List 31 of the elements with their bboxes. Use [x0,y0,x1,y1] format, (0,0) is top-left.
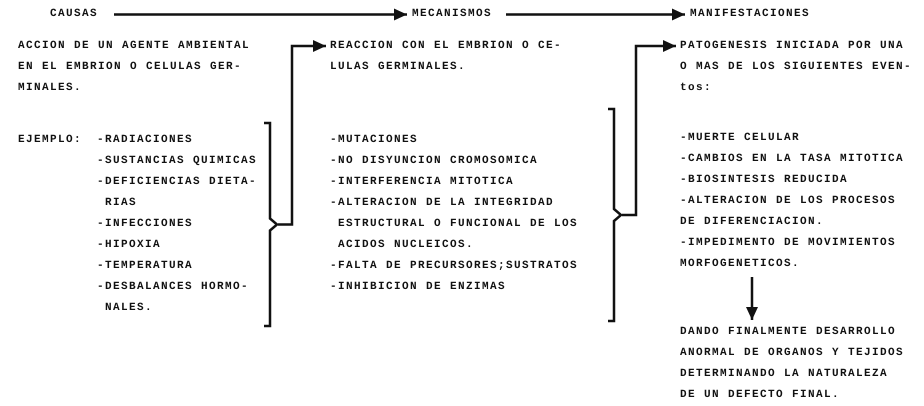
list-item: -TEMPERATURA [97,259,194,274]
list-item: -ALTERACION DE LA INTEGRIDAD ESTRUCTURAL O FUNCIONAL DE LOS ACIDOS NUCLEICOS. [330,196,580,253]
list-item: -BIOSINTESIS REDUCIDA [680,173,850,188]
list-item: -INFECCIONES [97,217,194,232]
list-item: -MUERTE CELULAR [680,131,802,146]
list-item: -MUTACIONES [330,133,420,148]
heading-text: MANIFESTACIONES [690,4,820,25]
heading-text: CAUSAS [50,4,110,25]
list-item: -FALTA DE PRECURSORES;SUSTRATOS [330,259,580,274]
description-text: ACCION DE UN AGENTE AMBIENTAL EN EL EMBRION O CELULAS GER- MINALES. [18,36,256,99]
list-item: -HIPOXIA [97,238,162,253]
list-item: -CAMBIOS EN LA TASA MITOTICA [680,152,906,167]
list-item: -INHIBICION DE ENZIMAS [330,280,508,295]
arrow [622,40,676,216]
label-text: EJEMPLO: [18,133,82,148]
list-item: -ALTERACION DE LOS PROCESOS DE DIFERENCIACION. [680,194,898,230]
list-item: -INTERFERENCIA MITOTICA [330,175,516,190]
list-item: -NO DISYUNCION CROMOSOMICA [330,154,540,169]
heading-text: MECANISMOS [412,4,502,25]
list-item: -RADIACIONES [97,133,194,148]
description-text: PATOGENESIS INICIADA POR UNA O MAS DE LOS SIGUIENTES EVEN- tos: [680,36,918,99]
list-item: -IMPEDIMENTO DE MOVIMIENTOS MORFOGENETICOS. [680,236,898,272]
list-item: -SUSTANCIAS QUIMICAS [97,154,258,169]
arrow [746,277,758,320]
list-item: -DEFICIENCIAS DIETA- RIAS [97,175,258,211]
description-text: REACCION CON EL EMBRION O CE- LULAS GERMINALES. [330,36,568,78]
list-item: -DESBALANCES HORMO- NALES. [97,280,250,316]
arrow [278,40,326,226]
description-text: DANDO FINALMENTE DESARROLLO ANORMAL DE ORGANOS Y TEJIDOS DETERMINANDO LA NATURALEZA DE UN DEFECTO FINAL. [680,322,908,406]
arrow [506,8,685,20]
arrow [114,8,407,20]
